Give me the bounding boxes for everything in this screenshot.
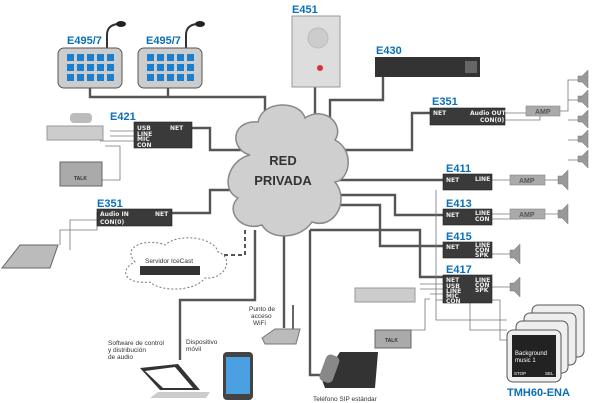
e430-rack-unit: E430 [375, 45, 480, 77]
text-label: y distribución [108, 347, 146, 354]
text-label: SPK [475, 287, 489, 294]
text-label: Background [515, 351, 547, 357]
text-label: SEL [545, 371, 554, 376]
cloud-label-line1: RED [269, 153, 296, 168]
icecast-server: Servidor IceCast [125, 237, 228, 290]
text-label: NET [170, 125, 184, 132]
tmh60-panels: Background music 1 STOP SEL TMH60-ENA [506, 304, 585, 399]
e417-module: E417 NET USB LINE MIC CON LINE CON SPK T… [354, 264, 493, 349]
sip-phone: Teléfono SIP estándar [313, 352, 378, 403]
text-label: NET [446, 177, 460, 184]
device-label: E430 [376, 45, 402, 57]
text-label: Dispositivo [186, 339, 218, 346]
device-label: E413 [446, 198, 472, 210]
text-label: LINE [475, 242, 490, 249]
text-label: USB [137, 125, 151, 132]
e351-right-module: E351 NET Audio OUT CON(0) AMP [429, 96, 561, 126]
device-label: E351 [97, 198, 123, 210]
mobile-device: Dispositivo móvil [186, 339, 253, 400]
control-software-laptop: Software de control y distribución de au… [108, 340, 210, 398]
device-label: E421 [110, 111, 136, 123]
text-label: CON [446, 298, 461, 305]
text-label: CON [137, 142, 152, 149]
e495-console-b: E495/7 [137, 21, 205, 89]
text-label: CON [475, 216, 490, 223]
text-label: CON [475, 282, 490, 289]
text-label: de audio [108, 354, 133, 361]
cloud-label-line2: PRIVADA [254, 173, 312, 188]
e495-console-a: E495/7 [57, 21, 126, 89]
text-label: NET [446, 244, 460, 251]
text-label: LINE [475, 277, 490, 284]
device-label: E495/7 [146, 35, 181, 47]
e415-module: E415 NET LINE CON SPK [442, 231, 493, 259]
text-label: MIC [446, 293, 459, 300]
text-label: LINE [475, 176, 490, 183]
text-label: móvil [186, 346, 202, 353]
private-network-cloud: RED PRIVADA [227, 104, 349, 237]
text-label: Teléfono SIP estándar [313, 396, 378, 403]
text-label: Audio IN [100, 211, 129, 218]
text-label: MIC [137, 136, 150, 143]
e451-intercom: E451 [291, 4, 341, 88]
text-label: TALK [74, 176, 87, 182]
text-label: Software de control [108, 340, 165, 347]
e351-left-module: E351 Audio IN CON(0) NET [0, 198, 173, 269]
text-label: Audio OUT [470, 110, 506, 117]
text-label: NET [446, 212, 460, 219]
speaker-icons [509, 69, 589, 298]
e421-module: E421 USB LINE MIC CON NET TALK [46, 111, 193, 187]
text-label: TALK [385, 338, 398, 344]
device-label: E417 [446, 264, 472, 276]
e411-module: E411 NET LINE AMP [442, 163, 546, 191]
text-label: acceso [251, 313, 272, 320]
text-label: CON(0) [100, 219, 124, 226]
device-label: E415 [446, 231, 472, 243]
text-label: SPK [475, 252, 489, 259]
text-label: AMP [519, 178, 535, 185]
text-label: LINE [475, 210, 490, 217]
text-label: NET [155, 211, 169, 218]
device-label: TMH60-ENA [507, 387, 570, 399]
text-label: NET [433, 110, 447, 117]
device-label: E451 [292, 4, 318, 16]
text-label: Servidor IceCast [145, 258, 193, 265]
device-label: E351 [432, 96, 458, 108]
text-label: USB [446, 283, 460, 290]
text-label: music 1 [515, 358, 536, 364]
text-label: LINE [137, 131, 152, 138]
text-label: STOP [514, 371, 526, 376]
text-label: Punto de [249, 306, 275, 313]
text-label: LINE [446, 288, 461, 295]
wifi-access-point: Punto de acceso WiFi [249, 305, 301, 345]
text-label: AMP [535, 109, 551, 116]
device-label: E411 [446, 163, 471, 175]
text-label: NET [446, 277, 460, 284]
device-label: E495/7 [67, 35, 102, 47]
text-label: AMP [519, 212, 535, 219]
e413-module: E413 NET LINE CON AMP [442, 198, 546, 226]
text-label: CON [475, 247, 490, 254]
text-label: CON(0) [480, 117, 504, 124]
text-label: WiFi [253, 320, 266, 327]
